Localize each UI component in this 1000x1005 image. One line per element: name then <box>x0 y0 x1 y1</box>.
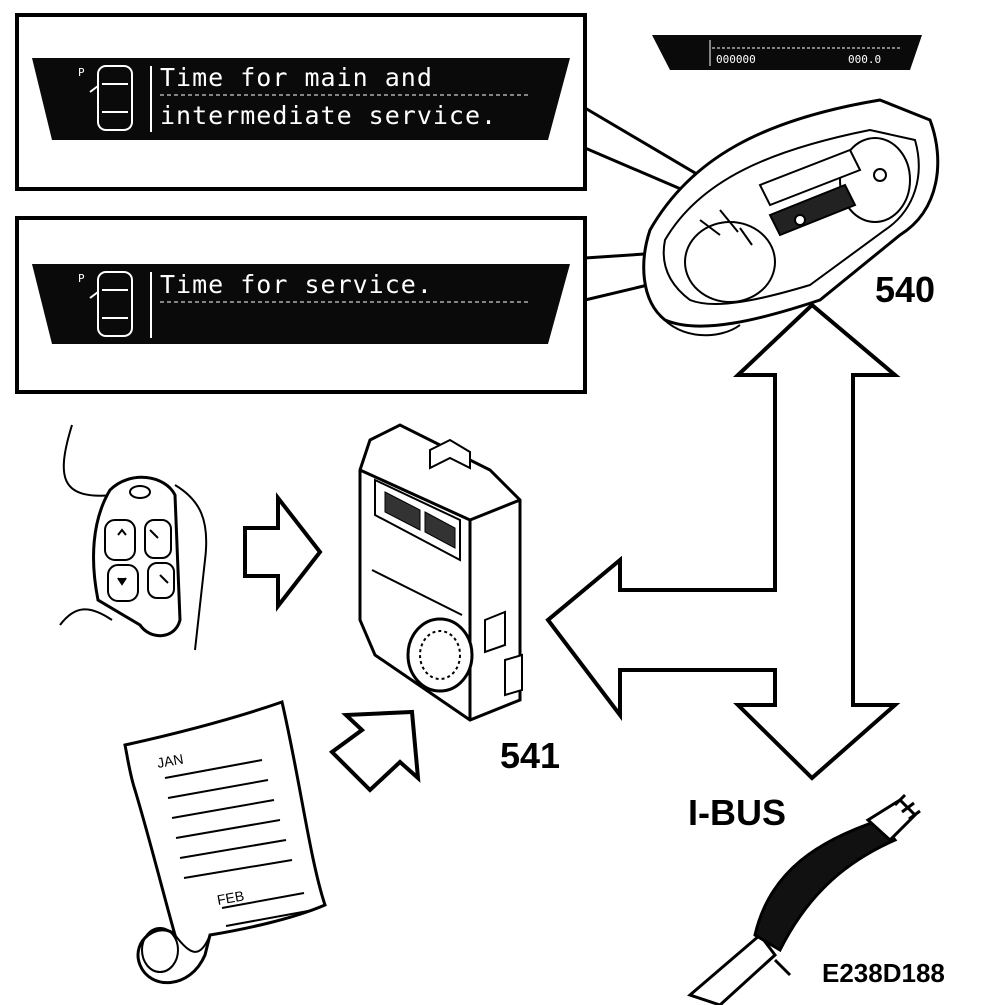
display-indicator-p: P <box>78 66 85 79</box>
message-line-1: Time for main and <box>160 63 433 92</box>
service-record-scroll-icon <box>123 700 327 985</box>
display-indicator-p: P <box>78 272 85 285</box>
label-control-module: 541 <box>500 735 560 776</box>
message-box-main-intermediate: P Time for main and intermediate service… <box>15 13 587 191</box>
record-month-feb: FEB <box>216 887 246 907</box>
steering-wheel-buttons-icon <box>59 424 208 651</box>
car-top-view-icon <box>89 271 133 337</box>
bus-double-arrow <box>545 302 901 781</box>
car-top-view-icon <box>89 65 133 131</box>
record-lines <box>164 759 309 927</box>
message-box-service: P Time for service. <box>15 216 587 394</box>
instrument-cluster-540 <box>642 98 940 337</box>
odometer-total: 000000 <box>716 53 756 66</box>
odometer-trip: 000.0 <box>848 53 881 66</box>
input-arrow-service-record <box>328 709 421 793</box>
label-instrument-cluster: 540 <box>875 269 935 310</box>
odometer-display: 000000 000.0 <box>652 35 922 70</box>
record-month-jan: JAN <box>156 751 185 771</box>
input-arrow-buttons <box>243 492 323 612</box>
diagnostic-cable-icon <box>687 793 921 1005</box>
figure-code: E238D188 <box>822 958 945 988</box>
message-line-2: intermediate service. <box>160 101 497 130</box>
message-line-1: Time for service. <box>160 270 433 299</box>
label-bus: I-BUS <box>688 792 786 833</box>
control-module-541 <box>358 423 523 722</box>
